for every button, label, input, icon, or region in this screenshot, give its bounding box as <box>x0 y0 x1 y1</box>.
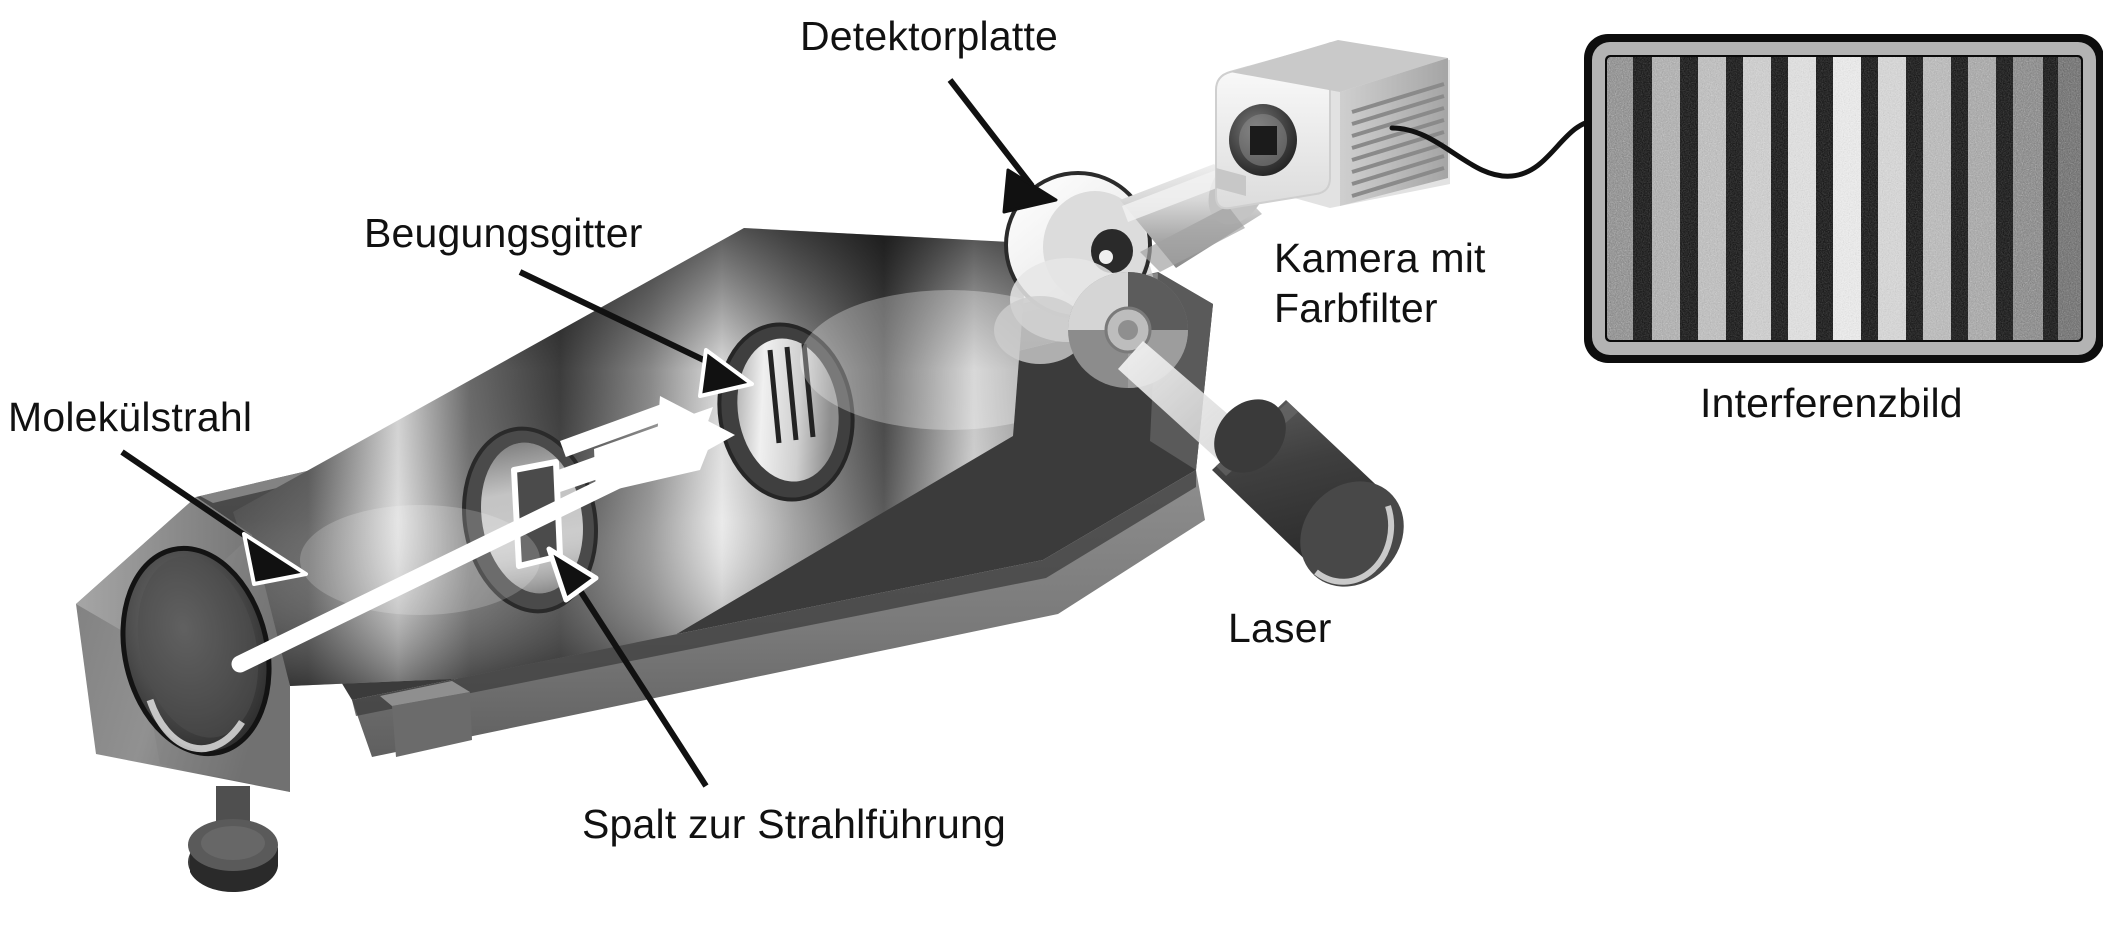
label-spalt: Spalt zur Strahlführung <box>582 801 1006 847</box>
chamber-foot <box>188 786 278 892</box>
label-molekuelstrahl: Molekülstrahl <box>8 394 253 440</box>
leader-lines <box>120 78 1058 788</box>
camera-vents <box>1351 82 1445 198</box>
grating-lines <box>767 343 816 444</box>
camera-cable <box>1389 117 1601 179</box>
leader-detektorplatte <box>947 78 1058 214</box>
label-detektorplatte: Detektorplatte <box>800 13 1059 59</box>
camera-cube <box>1215 40 1450 210</box>
molecular-beam-arrow <box>231 396 735 673</box>
camera-lens <box>1229 104 1297 176</box>
interference-fringes <box>1607 57 2081 340</box>
label-beugungsgitter: Beugungsgitter <box>364 210 643 256</box>
leader-molekuelstrahl <box>120 449 308 586</box>
laser-cylinder <box>1212 399 1404 587</box>
detector-plate-disc <box>994 171 1152 364</box>
label-kamera-line2: Farbfilter <box>1274 285 1438 331</box>
diffraction-grating-disc <box>717 322 855 502</box>
label-laser: Laser <box>1228 605 1332 651</box>
interference-image-frame <box>1584 34 2103 363</box>
chamber-side-face <box>352 470 1205 757</box>
leader-spalt <box>546 546 709 788</box>
label-kamera-line1: Kamera mit <box>1274 235 1486 281</box>
label-interferenzbild: Interferenzbild <box>1700 380 1963 426</box>
leader-beugungsgitter <box>518 269 754 398</box>
chamber-front-block <box>76 497 472 892</box>
entrance-aperture-ring <box>120 545 272 757</box>
